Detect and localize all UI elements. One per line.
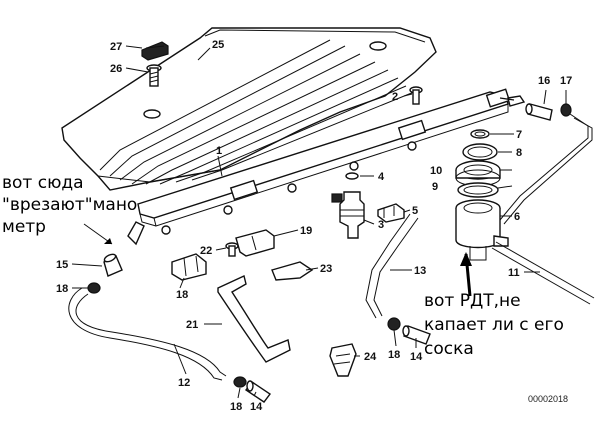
callout-11: 11 <box>508 267 520 279</box>
support-21 <box>217 275 291 363</box>
bracket-20 <box>235 229 275 257</box>
callout-24: 24 <box>364 351 377 363</box>
screw-2 <box>409 86 423 105</box>
bolt-26 <box>146 64 162 87</box>
callout-18-top: 17 <box>560 75 572 87</box>
clamp-18-left <box>87 282 101 294</box>
callout-27: 27 <box>110 41 122 53</box>
clip-24 <box>329 343 357 377</box>
screw-22 <box>225 242 239 257</box>
annotation-right-line-3: соска <box>424 339 474 359</box>
fuel-rail <box>127 88 526 246</box>
o-ring-9 <box>457 182 499 198</box>
leader-lines <box>71 45 567 399</box>
hose-13 <box>365 213 419 319</box>
clip-19 <box>171 253 207 281</box>
callout-3: 3 <box>378 219 384 231</box>
callout-6: 6 <box>514 211 520 223</box>
clip-5 <box>377 203 405 223</box>
o-ring-4 <box>345 172 359 180</box>
clamp-18-bottom <box>233 376 247 388</box>
callout-numbers: 27 25 26 2 16 17 1 7 8 10 9 4 5 6 3 19 2… <box>56 39 572 413</box>
pipe-11 <box>491 241 595 305</box>
callout-25: 25 <box>212 39 224 51</box>
return-pipe <box>499 97 593 225</box>
callout-17: 14 <box>410 351 423 363</box>
callout-16: 16 <box>538 75 550 87</box>
callout-21: 21 <box>186 319 198 331</box>
hose-14 <box>244 380 272 403</box>
callout-10: 10 <box>430 165 442 177</box>
callout-13: 13 <box>414 265 426 277</box>
callout-9: 9 <box>432 181 438 193</box>
o-ring-8 <box>462 143 498 161</box>
clamp-18-top <box>560 103 572 117</box>
annotation-left-line-2: "врезают"мано <box>2 195 137 215</box>
callout-5: 5 <box>412 205 418 217</box>
figure-code: 00002018 <box>528 394 568 404</box>
injector-3 <box>331 191 365 239</box>
callout-15: 15 <box>56 259 68 271</box>
bracket-23 <box>271 261 314 281</box>
annotation-right-line-2: капает ли с его <box>424 315 564 335</box>
callout-12: 12 <box>178 377 190 389</box>
callout-22: 22 <box>200 245 212 257</box>
pressure-regulator-6 <box>455 199 509 261</box>
callout-19: 18 <box>176 289 188 301</box>
o-ring-7 <box>470 129 490 139</box>
callout-8: 8 <box>516 147 522 159</box>
callout-18-mid: 18 <box>388 349 400 361</box>
annotation-left: вот сюда "врезают"мано метр <box>2 173 137 245</box>
hose-16 <box>525 103 553 121</box>
annotation-right-line-1: вот РДТ,не <box>424 291 521 311</box>
hose-15 <box>103 253 123 277</box>
callout-7: 7 <box>516 129 522 141</box>
callout-2: 2 <box>392 91 398 103</box>
callout-14-visible: 14 <box>250 401 263 413</box>
callout-18-left: 18 <box>56 283 68 295</box>
callout-26: 26 <box>110 63 122 75</box>
clip-27 <box>141 41 169 61</box>
annotation-left-line-3: метр <box>2 217 46 237</box>
hose-12 <box>68 287 227 381</box>
annotation-left-line-1: вот сюда <box>2 173 84 193</box>
callout-18-bottom: 18 <box>230 401 242 413</box>
annotation-right: вот РДТ,не капает ли с его соска <box>424 252 564 359</box>
callout-1: 1 <box>216 145 222 157</box>
callout-23: 23 <box>320 263 332 275</box>
callout-20: 19 <box>300 225 312 237</box>
hose-17 <box>402 325 431 345</box>
clamp-18-mid <box>387 317 401 331</box>
holder-10 <box>455 160 501 187</box>
callout-4: 4 <box>378 171 385 183</box>
